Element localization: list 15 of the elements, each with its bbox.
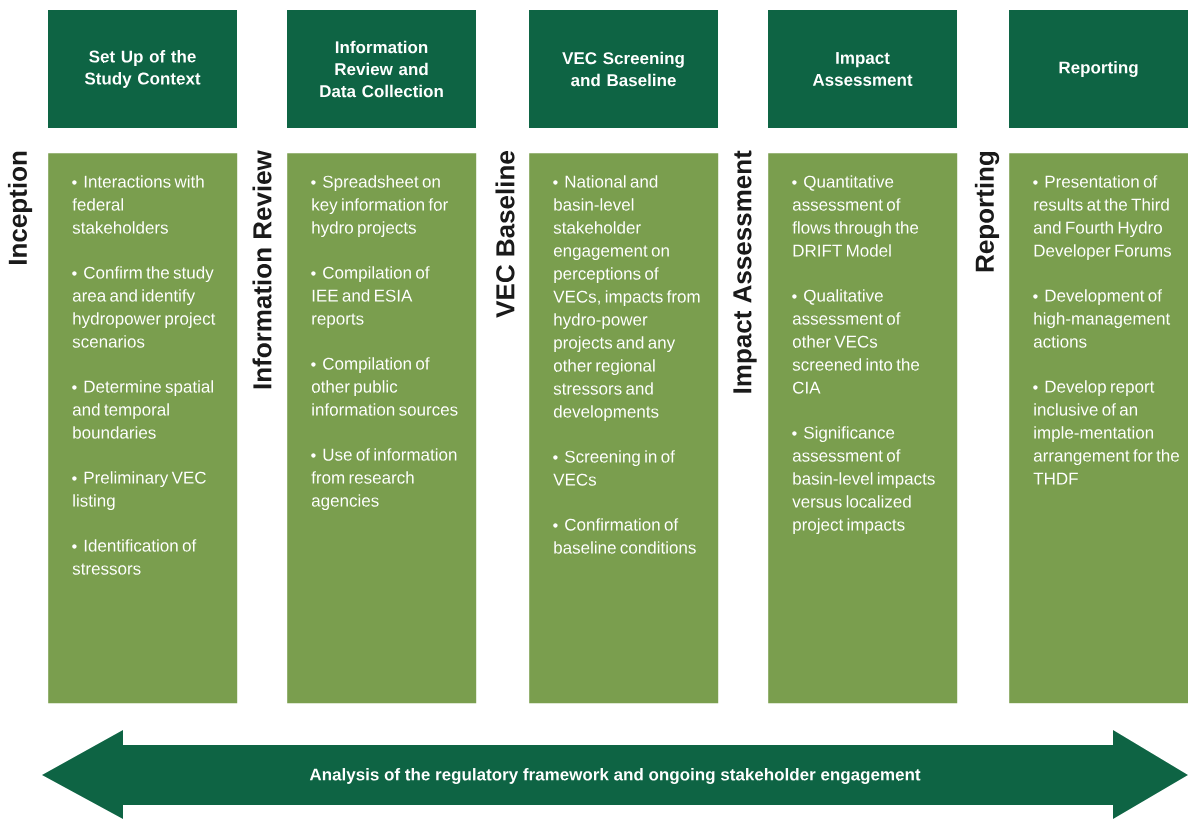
stage-header: Impact Assessment	[768, 10, 957, 128]
phase-label: Reporting	[974, 151, 1000, 272]
stage-header: Information Review and Data Collection	[287, 10, 476, 128]
task-list-panel: National and basin-level stakeholder engagement on perceptions of VECs, impacts from hydro-power projects and any other regional stressors and developments Screening in of VECs Confirmation of baseline conditions	[529, 153, 719, 704]
stage-header: Set Up of the Study Context	[48, 10, 237, 128]
phase-label: Impact Assessment	[733, 150, 757, 393]
task-list-panel: Quantitative assessment of flows through the DRIFT Model Qualitative assessment of other VECs screened into the CIA Significance assessment of basin-level impacts versus localized project impacts	[768, 153, 958, 704]
phase-label: Information Review	[252, 150, 272, 389]
stage-header: Reporting	[1009, 10, 1188, 128]
phase-label: VEC Baseline	[495, 151, 515, 318]
task-list-panel: Interactions with federal stakeholders Confirm the study area and identify hydropower project scenarios Determine spatial and temporal boundaries Preliminary VEC listing Identification of stressors	[48, 153, 238, 704]
stage-header: VEC Screening and Baseline	[529, 10, 718, 128]
task-list-panel: Presentation of results at the Third and Fourth Hydro Developer Forums Development of high-management actions Develop report inclusive of an imple-mentation arrangement for the THDF	[1009, 153, 1188, 704]
task-list-panel: Spreadsheet on key information for hydro projects Compilation of IEE and ESIA reports Compilation of other public information sources Use of information from research agencies	[287, 153, 477, 704]
phase-label: Inception	[7, 151, 33, 264]
